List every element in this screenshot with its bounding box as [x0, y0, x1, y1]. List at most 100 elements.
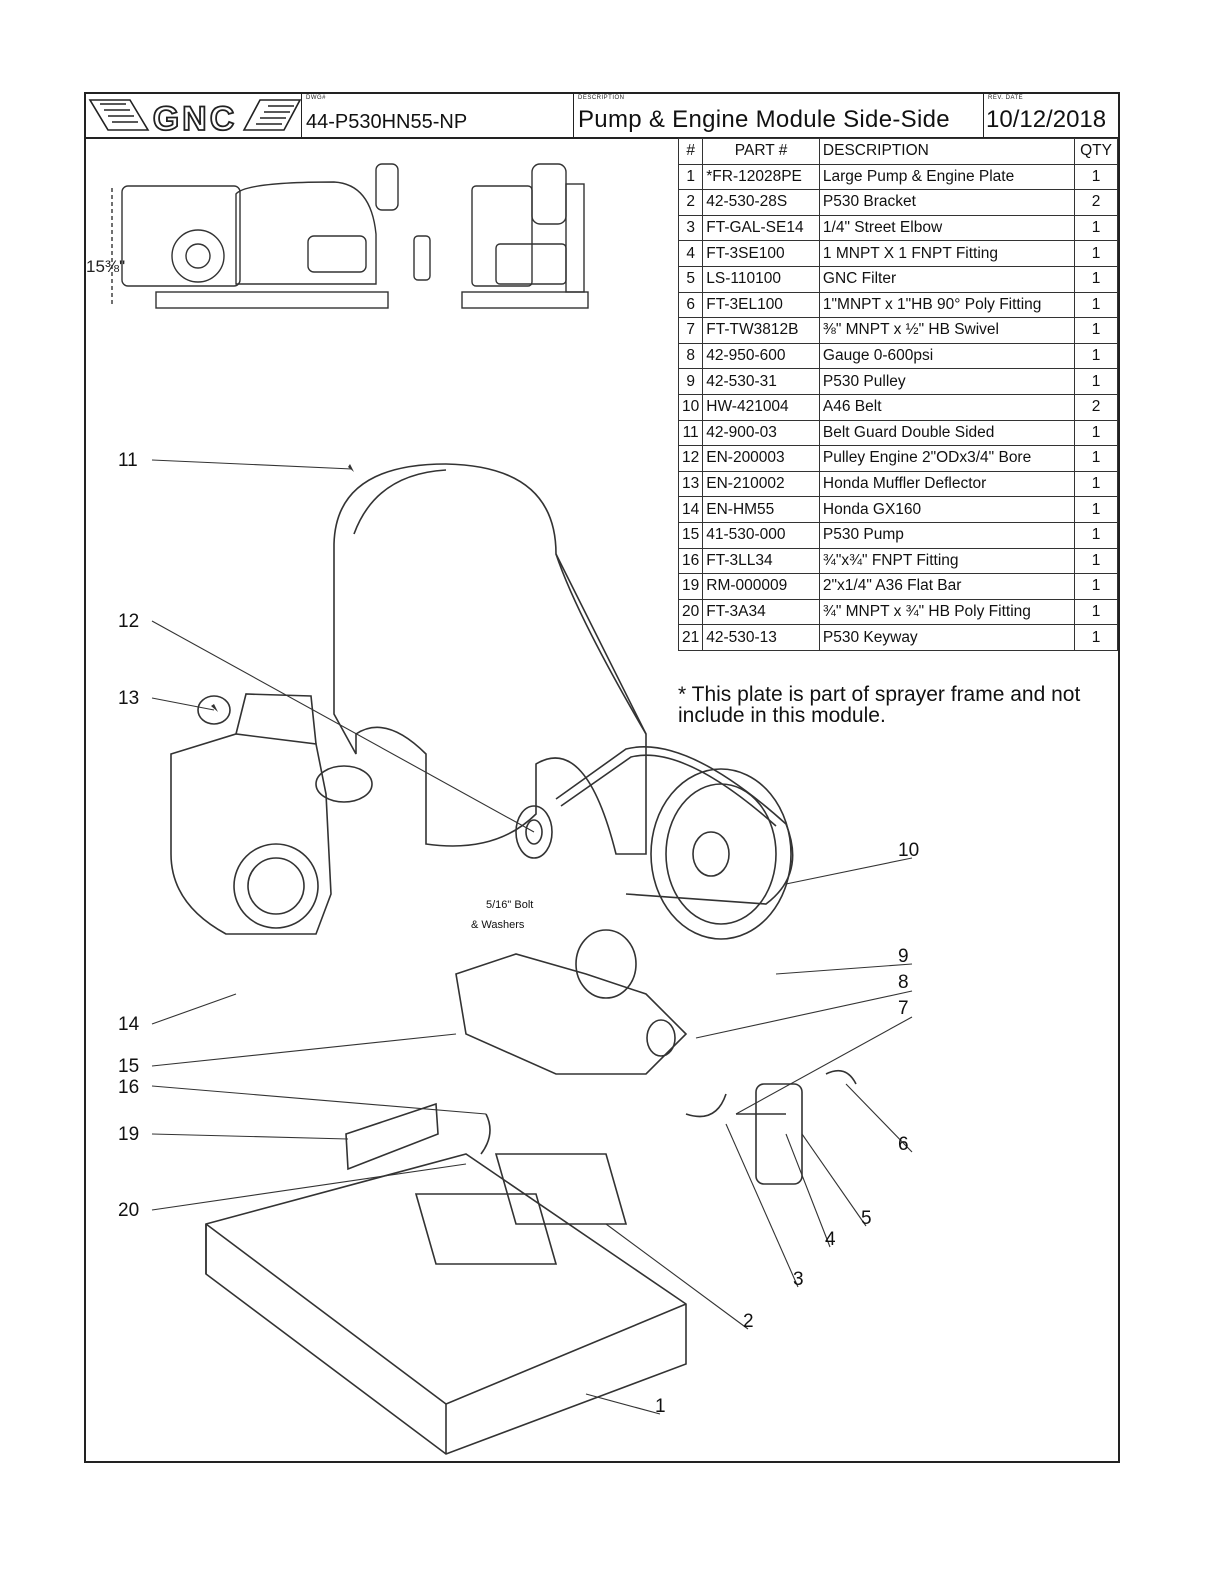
leader-lines [151, 459, 913, 1415]
title-block: GNC DWG# 44-P530HN55-NP DESCRIPTION Pump… [86, 94, 1118, 139]
callout-20: 20 [118, 1200, 140, 1221]
part-row-number: 20 [677, 598, 704, 626]
bracket-rear [494, 1153, 628, 1225]
callout-11: 11 [118, 450, 138, 471]
part-row-number: 15 [677, 521, 704, 549]
part-number: EN-210002 [702, 470, 820, 498]
part-row-number: 14 [677, 496, 704, 523]
callout-12: 12 [118, 611, 140, 632]
callout-7: 7 [898, 998, 909, 1019]
description-cell: DESCRIPTION Pump & Engine Module Side-Si… [574, 94, 984, 137]
recoil-starter [233, 843, 319, 929]
part-qty: 1 [1074, 624, 1118, 651]
engine-end [471, 185, 533, 287]
callout-4: 4 [825, 1229, 836, 1250]
part-number: *FR-12028PE [702, 163, 820, 191]
engine [170, 733, 332, 935]
part-qty: 1 [1074, 265, 1118, 293]
part-description: P530 Bracket [818, 189, 1076, 216]
part-description: Belt Guard Double Sided [818, 419, 1076, 447]
pump-side [307, 235, 367, 273]
part-description: Large Pump & Engine Plate [818, 163, 1076, 191]
rev-date: 10/12/2018 [986, 106, 1107, 133]
pump-pulley [650, 768, 792, 940]
part-description: ¾"x¾" FNPT Fitting [818, 547, 1076, 575]
callout-9: 9 [898, 946, 909, 967]
part-row-number: 16 [677, 547, 704, 575]
part-qty: 1 [1074, 214, 1118, 242]
part-number: HW-421004 [702, 393, 820, 421]
part-row-number: 21 [677, 624, 704, 651]
part-number: RM-000009 [702, 573, 820, 600]
part-description: Pulley Engine 2"ODx3/4" Bore [818, 445, 1076, 472]
part-number: FT-3LL34 [702, 547, 820, 575]
callout-2: 2 [743, 1311, 754, 1332]
dwg-label: DWG# [306, 95, 326, 101]
rev-date-label: REV. DATE [988, 95, 1024, 101]
poly-fitting-6 [825, 1069, 857, 1085]
part-description: GNC Filter [818, 265, 1076, 293]
col-header-qty: QTY [1074, 138, 1118, 165]
part-row-number: 7 [677, 317, 704, 344]
part-number: 42-900-03 [702, 419, 820, 447]
engine-pulley [515, 805, 553, 859]
part-number: FT-TW3812B [702, 317, 820, 344]
flat-bar [345, 1102, 439, 1171]
muffler-deflector [197, 695, 231, 725]
part-number: FT-3SE100 [702, 240, 820, 267]
description-label: DESCRIPTION [578, 95, 625, 101]
dwg-number: 44-P530HN55-NP [306, 111, 468, 133]
street-elbow [685, 1093, 727, 1118]
part-number: 42-530-31 [702, 368, 820, 395]
part-description: A46 Belt [818, 393, 1076, 421]
part-row-number: 3 [677, 214, 704, 242]
part-description: Honda Muffler Deflector [818, 470, 1076, 498]
gnc-logo: GNC [88, 99, 301, 137]
part-number: EN-HM55 [702, 496, 820, 523]
part-description: 1"MNPT x 1"HB 90° Poly Fitting [818, 291, 1076, 319]
part-row-number: 10 [677, 393, 704, 421]
gauge [646, 1019, 676, 1057]
rev-date-cell: REV. DATE 10/12/2018 [984, 94, 1120, 137]
footnote: * This plate is part of sprayer frame an… [678, 683, 1081, 727]
part-row-number: 1 [677, 163, 704, 191]
callout-5: 5 [861, 1208, 872, 1229]
elevation-views: 15⅜" [86, 163, 589, 309]
part-qty: 1 [1074, 163, 1118, 191]
table-header-row: # PART # DESCRIPTION QTY [677, 138, 1118, 165]
part-qty: 1 [1074, 291, 1118, 319]
part-row-number: 19 [677, 573, 704, 600]
title-description: Pump & Engine Module Side-Side [578, 106, 950, 133]
part-row-number: 11 [677, 419, 704, 447]
callout-1: 1 [655, 1396, 666, 1417]
part-description: 1 MNPT X 1 FNPT Fitting [818, 240, 1076, 267]
part-description: 2"x1/4" A36 Flat Bar [818, 573, 1076, 600]
pump [455, 953, 688, 1075]
part-number: LS-110100 [702, 265, 820, 293]
part-qty: 1 [1074, 368, 1118, 395]
callout-14: 14 [118, 1014, 140, 1035]
part-qty: 1 [1074, 573, 1118, 600]
part-number: 41-530-000 [702, 521, 820, 549]
part-row-number: 2 [677, 189, 704, 216]
part-number: FT-3EL100 [702, 291, 820, 319]
bolt-note-line1: 5/16" Bolt [486, 899, 534, 911]
bolt-note-line2: & Washers [471, 919, 525, 931]
part-qty: 2 [1074, 189, 1118, 216]
part-description: P530 Pulley [818, 368, 1076, 395]
